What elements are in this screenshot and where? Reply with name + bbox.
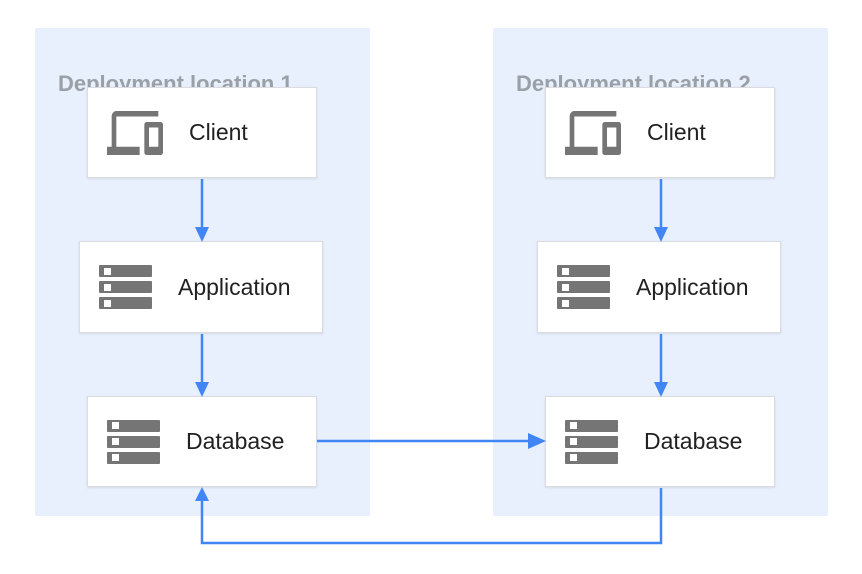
node-client-1: Client [87, 87, 317, 178]
node-label: Client [189, 119, 248, 145]
node-database-1: Database [87, 396, 317, 487]
deployment-location-2-panel: Deployment location 2 Client Application… [493, 28, 828, 516]
node-label: Application [636, 273, 749, 300]
storage-icon [99, 265, 152, 309]
storage-icon [107, 419, 160, 464]
devices-icon [565, 110, 621, 155]
node-client-2: Client [545, 87, 775, 178]
node-label: Database [186, 428, 285, 454]
node-application-2: Application [537, 241, 781, 333]
storage-icon [565, 419, 618, 464]
node-application-1: Application [79, 241, 323, 333]
deployment-location-1-panel: Deployment location 1 Client Application… [35, 28, 370, 516]
storage-icon [557, 265, 610, 309]
node-label: Application [178, 273, 291, 300]
node-label: Database [644, 428, 743, 454]
node-database-2: Database [545, 396, 775, 487]
node-label: Client [647, 119, 706, 145]
devices-icon [107, 110, 163, 155]
